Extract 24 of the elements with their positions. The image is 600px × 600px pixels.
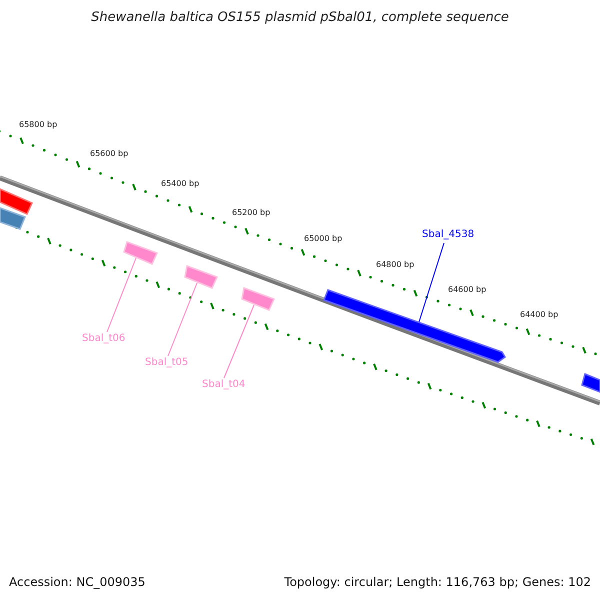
tick-label: 64800 bp	[376, 261, 414, 269]
tick-label: 65200 bp	[232, 209, 270, 217]
sequence-info: Topology: circular; Length: 116,763 bp; Genes: 102	[284, 576, 591, 588]
title: Shewanella baltica OS155 plasmid pSbal01, complete sequence	[91, 11, 509, 24]
tick-label: 64600 bp	[448, 286, 486, 294]
tick-label: 65600 bp	[90, 150, 128, 158]
leader-line	[106, 258, 136, 332]
tick-label: 64400 bp	[520, 311, 558, 319]
gene-feature	[184, 264, 218, 289]
gene-feature	[123, 241, 158, 265]
gene-feature	[581, 373, 600, 394]
tick-label: 65400 bp	[161, 180, 200, 188]
leader-line	[418, 242, 444, 322]
gene-label: Sbal_4538	[422, 230, 474, 240]
gene-label: Sbal_t05	[145, 358, 188, 368]
leader-line	[224, 304, 254, 378]
tick-label: 65800 bp	[19, 121, 58, 129]
gene-feature	[0, 206, 26, 230]
tick-label: 65000 bp	[304, 235, 342, 243]
gene-label: Sbal_t04	[202, 380, 246, 390]
gene-feature	[241, 286, 276, 311]
gene-feature	[0, 188, 33, 215]
accession-text: Accession: NC_009035	[9, 576, 146, 588]
gene-label: Sbal_t06	[82, 334, 126, 344]
